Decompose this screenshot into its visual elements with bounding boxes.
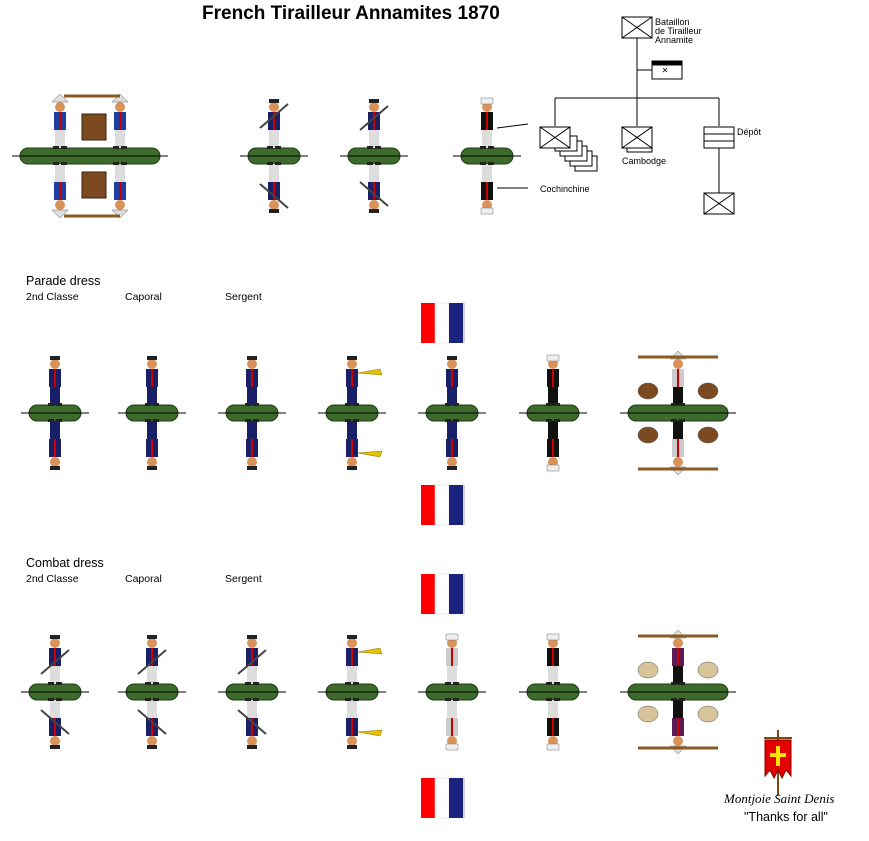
parade-dress-heading: Parade dress	[26, 274, 101, 288]
parade-flag-bottom	[421, 484, 465, 526]
firing-soldier-figure-2	[340, 99, 408, 213]
depot-label: Dépôt	[737, 127, 762, 137]
combat-flag-top	[421, 573, 465, 615]
firing-soldier-figure-1	[240, 99, 308, 213]
parade-flag-top	[421, 302, 465, 344]
combat-standard-bearer-figure	[418, 633, 486, 751]
parade-officer-figure	[519, 354, 587, 472]
page-title: French Tirailleur Annamites 1870	[202, 3, 500, 24]
parade-rank-sergent: Sergent	[225, 291, 262, 303]
combat-rank-sergent: Sergent	[225, 573, 262, 585]
combat-caporal-figure	[118, 635, 186, 749]
combat-rank-caporal: Caporal	[125, 573, 162, 585]
cochinchine-label: Cochinchine	[540, 184, 590, 194]
combat-rank-2nd-classe: 2nd Classe	[26, 573, 79, 585]
credit-signature: Montjoie Saint Denis	[724, 791, 835, 806]
combat-porter-figure	[620, 629, 736, 755]
battalion-label-line-1: Bataillon	[655, 17, 690, 27]
combat-flag-bottom	[421, 777, 465, 819]
officer-figure	[453, 97, 521, 215]
combat-sergent-figure	[218, 635, 286, 749]
cambodge-label: Cambodge	[622, 156, 667, 166]
parade-bugler-figure	[318, 356, 386, 470]
combat-dress-heading: Combat dress	[26, 556, 104, 570]
combat-bugler-figure	[318, 635, 386, 749]
svg-text:✕: ✕	[662, 66, 669, 75]
parade-rank-caporal: Caporal	[125, 291, 162, 303]
parade-porter-figure	[620, 350, 736, 476]
parade-caporal-figure	[118, 356, 186, 470]
credit-thanks: "Thanks for all"	[744, 810, 828, 824]
porter-group-figure	[12, 93, 168, 219]
banner-icon	[764, 730, 792, 796]
org-chart: ✕	[496, 16, 735, 215]
battalion-label-line-2: de Tirailleur	[655, 26, 702, 36]
parade-2nd-classe-figure	[21, 356, 89, 470]
combat-officer-figure	[519, 633, 587, 751]
parade-standard-bearer-figure	[418, 356, 486, 470]
parade-rank-2nd-classe: 2nd Classe	[26, 291, 79, 303]
combat-2nd-classe-figure	[21, 635, 89, 749]
battalion-label-line-3: Annamite	[655, 35, 694, 45]
parade-sergent-figure	[218, 356, 286, 470]
